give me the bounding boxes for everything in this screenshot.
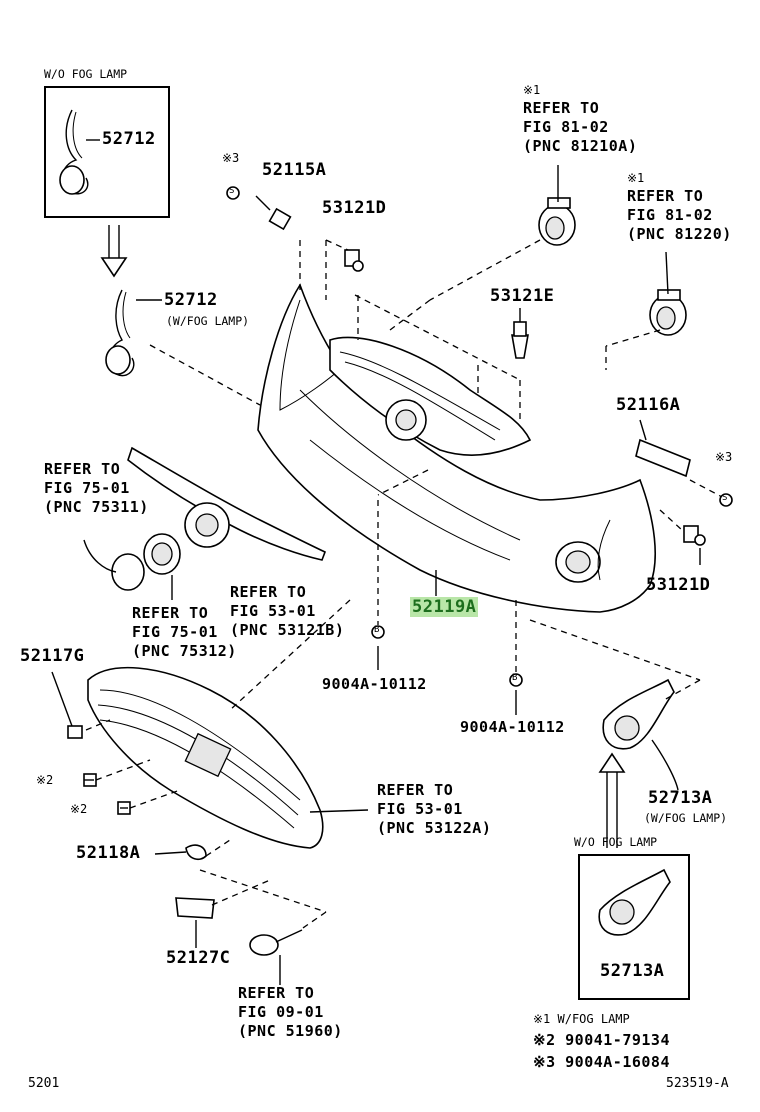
pnc-53121d-top: 53121D bbox=[322, 198, 387, 218]
refer-75-01-b-line1: REFER TO bbox=[132, 604, 209, 622]
mark1-label-b: ※1 bbox=[627, 171, 645, 185]
refer-75-01-b-line3: (PNC 75312) bbox=[132, 642, 237, 660]
marker-b-b: B bbox=[512, 673, 518, 683]
grille-molding bbox=[127, 446, 327, 561]
refer-81-02-b-line1: REFER TO bbox=[627, 187, 704, 205]
pnc-52115a: 52115A bbox=[262, 160, 327, 180]
bracket-52127c bbox=[175, 897, 215, 919]
leader-lines bbox=[51, 139, 701, 985]
lower-grille bbox=[87, 666, 324, 849]
fog-socket-81220 bbox=[649, 289, 687, 336]
refer-53-01-a-line1: REFER TO bbox=[230, 583, 307, 601]
circle-markers bbox=[226, 186, 733, 687]
fastener-52115a bbox=[268, 207, 292, 231]
legend-mark2: ※2 90041-79134 bbox=[533, 1031, 670, 1049]
marker-s-b: S bbox=[722, 493, 728, 503]
pnc-52119a-highlight: 52119A bbox=[410, 597, 479, 617]
refer-81-02-a-line3: (PNC 81210A) bbox=[523, 137, 638, 155]
refer-81-02-b-line3: (PNC 81220) bbox=[627, 225, 732, 243]
refer-81-02-b-line2: FIG 81-02 bbox=[627, 206, 713, 224]
legend-mark3: ※3 9004A-16084 bbox=[533, 1053, 670, 1071]
fog-cover-52713a bbox=[602, 678, 675, 750]
mark3-label-a: ※3 bbox=[222, 151, 240, 165]
refer-53-01-b-line2: FIG 53-01 bbox=[377, 800, 463, 818]
bracket-52116a bbox=[635, 438, 691, 478]
refer-09-01-line3: (PNC 51960) bbox=[238, 1022, 343, 1040]
part-52117g bbox=[67, 725, 83, 739]
pnc-53121e: 53121E bbox=[490, 286, 555, 306]
refer-75-01-a-line3: (PNC 75311) bbox=[44, 498, 149, 516]
refer-53-01-a-line3: (PNC 53121B) bbox=[230, 621, 345, 639]
upper-grille bbox=[329, 336, 532, 456]
inset-down-arrow bbox=[100, 225, 128, 278]
w-fog-lamp-note-b: (W/FOG LAMP) bbox=[644, 811, 728, 825]
fog-socket-81210a bbox=[538, 197, 576, 246]
mark2-label-a: ※2 bbox=[36, 773, 54, 787]
pnc-52116a: 52116A bbox=[616, 395, 681, 415]
diagram-code: 523519-A bbox=[666, 1076, 729, 1091]
tow-hook bbox=[249, 929, 303, 956]
refer-09-01-line2: FIG 09-01 bbox=[238, 1003, 324, 1021]
clip-53121d-right bbox=[683, 525, 706, 546]
inset-up-arrow bbox=[598, 752, 626, 848]
wiring-harness-fog bbox=[105, 289, 135, 377]
legend-mark1: ※1 W/FOG LAMP bbox=[533, 1012, 630, 1026]
dashed-lines bbox=[85, 239, 725, 931]
emblem-75311 bbox=[111, 553, 145, 591]
wo-fog-lamp-label-top: W/O FOG LAMP bbox=[44, 67, 128, 81]
marker-b-a: B bbox=[374, 625, 380, 635]
pnc-52712-inset: 52712 bbox=[102, 129, 156, 149]
inset-box-bottom bbox=[578, 854, 690, 1000]
page-code: 5201 bbox=[28, 1076, 60, 1091]
emblem-75312 bbox=[143, 533, 181, 575]
refer-75-01-a-line1: REFER TO bbox=[44, 460, 121, 478]
bumper-cover bbox=[257, 283, 656, 613]
pnc-52118a: 52118A bbox=[76, 843, 141, 863]
pnc-52119a[interactable]: 52119A bbox=[410, 597, 479, 617]
part-52118a bbox=[185, 844, 207, 861]
refer-53-01-b-line1: REFER TO bbox=[377, 781, 454, 799]
refer-81-02-a-line2: FIG 81-02 bbox=[523, 118, 609, 136]
refer-53-01-a-line2: FIG 53-01 bbox=[230, 602, 316, 620]
pnc-53121d-right: 53121D bbox=[646, 575, 711, 595]
pnc-52127c: 52127C bbox=[166, 948, 231, 968]
wiring-harness-inset bbox=[59, 109, 89, 195]
fog-cover-inset bbox=[598, 868, 671, 936]
clip-53121d-top bbox=[344, 249, 364, 272]
mark2-label-b: ※2 bbox=[70, 802, 88, 816]
wo-fog-lamp-label-bottom: W/O FOG LAMP bbox=[574, 835, 658, 849]
clip-53121e bbox=[511, 321, 529, 359]
pnc-9004a-10112-b: 9004A-10112 bbox=[460, 718, 565, 736]
mark1-label-a: ※1 bbox=[523, 83, 541, 97]
pnc-52712: 52712 bbox=[164, 290, 218, 310]
pnc-9004a-10112-a: 9004A-10112 bbox=[322, 675, 427, 693]
refer-75-01-b-line2: FIG 75-01 bbox=[132, 623, 218, 641]
w-fog-lamp-note-a: (W/FOG LAMP) bbox=[166, 314, 250, 328]
pnc-52713a-inset: 52713A bbox=[600, 961, 665, 981]
mark3-label-b: ※3 bbox=[715, 450, 733, 464]
refer-75-01-a-line2: FIG 75-01 bbox=[44, 479, 130, 497]
refer-81-02-a-line1: REFER TO bbox=[523, 99, 600, 117]
inset-box-top bbox=[44, 86, 170, 218]
refer-53-01-b-line3: (PNC 53122A) bbox=[377, 819, 492, 837]
pnc-52713a: 52713A bbox=[648, 788, 713, 808]
pnc-52117g: 52117G bbox=[20, 646, 85, 666]
marker-s-a: S bbox=[229, 186, 235, 196]
refer-09-01-line1: REFER TO bbox=[238, 984, 315, 1002]
